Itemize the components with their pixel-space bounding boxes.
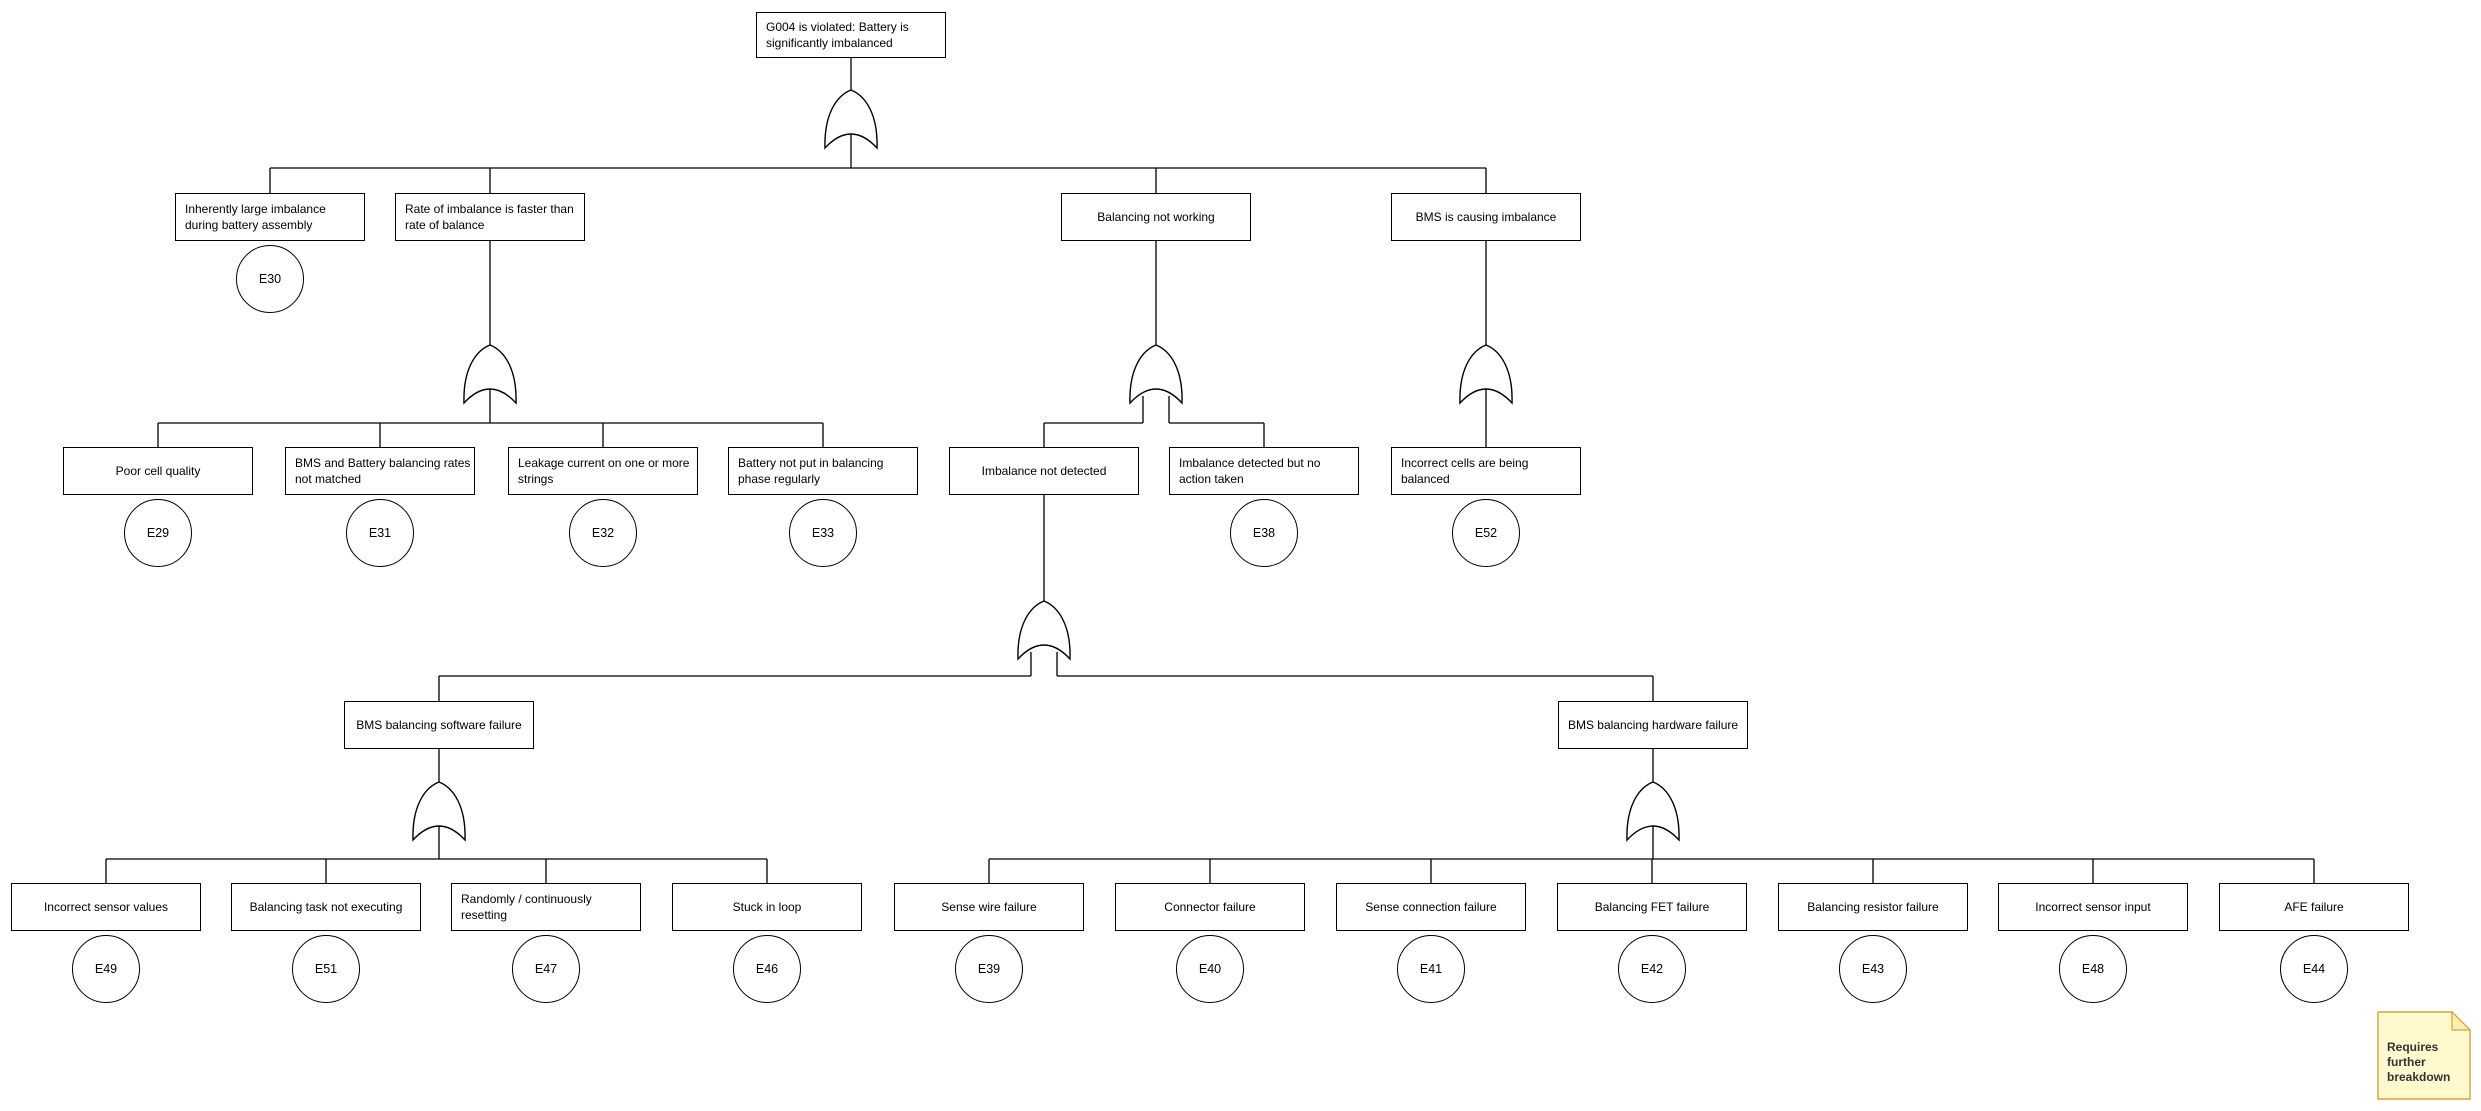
event-label: BMS balancing software failure [356,718,522,732]
basic-event-circle-E46[interactable]: E46 [733,935,801,1003]
basic-event-circle-E49[interactable]: E49 [72,935,140,1003]
event-box-inherent-imbalance[interactable]: Inherently large imbalance during batter… [175,193,365,241]
event-box-imbalance-not-detected[interactable]: Imbalance not detected [949,447,1139,495]
event-label: Battery not put in balancing phase regul… [738,456,884,486]
basic-event-code: E32 [591,526,615,540]
basic-event-code: E44 [2302,962,2326,976]
event-box-connector-failure[interactable]: Connector failure [1115,883,1305,931]
basic-event-circle-E42[interactable]: E42 [1618,935,1686,1003]
basic-event-circle-E30[interactable]: E30 [236,245,304,313]
basic-event-code: E48 [2081,962,2105,976]
or-gate[interactable] [1017,600,1071,661]
basic-event-code: E41 [1419,962,1443,976]
basic-event-code: E47 [534,962,558,976]
basic-event-code: E46 [755,962,779,976]
event-label: Sense wire failure [941,900,1037,914]
event-box-stuck-in-loop[interactable]: Stuck in loop [672,883,862,931]
event-label: Incorrect sensor values [43,900,169,914]
event-label: Imbalance detected but no action taken [1179,456,1321,486]
event-box-incorrect-cells-balanced[interactable]: Incorrect cells are being balanced [1391,447,1581,495]
or-gate[interactable] [412,781,466,842]
event-box-hw-failure[interactable]: BMS balancing hardware failure [1558,701,1748,749]
event-box-g004[interactable]: G004 is violated: Battery is significant… [756,12,946,58]
basic-event-circle-E39[interactable]: E39 [955,935,1023,1003]
basic-event-code: E42 [1640,962,1664,976]
basic-event-circle-E52[interactable]: E52 [1452,499,1520,567]
basic-event-circle-E38[interactable]: E38 [1230,499,1298,567]
basic-event-circle-E47[interactable]: E47 [512,935,580,1003]
or-gate[interactable] [1459,344,1513,405]
basic-event-circle-E44[interactable]: E44 [2280,935,2348,1003]
basic-event-code: E33 [811,526,835,540]
event-label: Balancing FET failure [1594,900,1710,914]
event-label: Incorrect cells are being balanced [1401,456,1529,486]
event-label: Stuck in loop [732,900,802,914]
event-box-random-resetting[interactable]: Randomly / continuously resetting [451,883,641,931]
event-box-leakage-current[interactable]: Leakage current on one or more strings [508,447,698,495]
event-label: BMS and Battery balancing rates not matc… [295,456,471,486]
event-label: BMS is causing imbalance [1415,210,1557,224]
event-label: Incorrect sensor input [2035,900,2151,914]
basic-event-circle-E29[interactable]: E29 [124,499,192,567]
event-box-incorrect-sensor-values[interactable]: Incorrect sensor values [11,883,201,931]
basic-event-code: E31 [368,526,392,540]
basic-event-code: E51 [314,962,338,976]
event-box-balancing-not-working[interactable]: Balancing not working [1061,193,1251,241]
event-box-bms-causing-imbalance[interactable]: BMS is causing imbalance [1391,193,1581,241]
or-gate[interactable] [824,89,878,150]
event-label: Imbalance not detected [981,464,1107,478]
event-box-sense-connection-failure[interactable]: Sense connection failure [1336,883,1526,931]
event-label: G004 is violated: Battery is significant… [766,20,909,50]
basic-event-code: E49 [94,962,118,976]
basic-event-circle-E31[interactable]: E31 [346,499,414,567]
event-box-balancing-resistor-failure[interactable]: Balancing resistor failure [1778,883,1968,931]
or-gate[interactable] [463,344,517,405]
event-box-incorrect-sensor-input[interactable]: Incorrect sensor input [1998,883,2188,931]
event-box-rate-imbalance[interactable]: Rate of imbalance is faster than rate of… [395,193,585,241]
event-box-not-in-balancing-phase[interactable]: Battery not put in balancing phase regul… [728,447,918,495]
event-label: BMS balancing hardware failure [1567,718,1739,732]
event-box-no-action-taken[interactable]: Imbalance detected but no action taken [1169,447,1359,495]
sticky-note-text: Requires further breakdown [2387,1040,2451,1084]
sticky-note[interactable] [2377,1011,2471,1100]
basic-event-circle-E51[interactable]: E51 [292,935,360,1003]
event-label: Poor cell quality [115,464,201,478]
basic-event-circle-E48[interactable]: E48 [2059,935,2127,1003]
event-box-sw-failure[interactable]: BMS balancing software failure [344,701,534,749]
event-label: Balancing resistor failure [1807,900,1939,914]
basic-event-circle-E43[interactable]: E43 [1839,935,1907,1003]
event-box-balancing-fet-failure[interactable]: Balancing FET failure [1557,883,1747,931]
basic-event-circle-E33[interactable]: E33 [789,499,857,567]
event-box-task-not-executing[interactable]: Balancing task not executing [231,883,421,931]
event-label: Leakage current on one or more strings [518,456,690,486]
basic-event-code: E38 [1252,526,1276,540]
event-box-sense-wire-failure[interactable]: Sense wire failure [894,883,1084,931]
basic-event-code: E52 [1474,526,1498,540]
basic-event-code: E29 [146,526,170,540]
event-box-rates-not-matched[interactable]: BMS and Battery balancing rates not matc… [285,447,475,495]
or-gate[interactable] [1626,781,1680,842]
event-label: Randomly / continuously resetting [461,892,592,922]
event-box-poor-cell-quality[interactable]: Poor cell quality [63,447,253,495]
event-box-afe-failure[interactable]: AFE failure [2219,883,2409,931]
event-label: Rate of imbalance is faster than rate of… [405,202,574,232]
basic-event-code: E40 [1198,962,1222,976]
or-gate[interactable] [1129,344,1183,405]
event-label: Connector failure [1164,900,1256,914]
event-label: Balancing not working [1097,210,1215,224]
basic-event-code: E30 [258,272,282,286]
event-label: Inherently large imbalance during batter… [185,202,326,232]
basic-event-circle-E41[interactable]: E41 [1397,935,1465,1003]
basic-event-code: E39 [977,962,1001,976]
sticky-note-fold-icon [2451,1010,2472,1031]
basic-event-code: E43 [1861,962,1885,976]
event-label: AFE failure [2284,900,2344,914]
basic-event-circle-E40[interactable]: E40 [1176,935,1244,1003]
basic-event-circle-E32[interactable]: E32 [569,499,637,567]
event-label: Sense connection failure [1365,900,1497,914]
event-label: Balancing task not executing [249,900,403,914]
